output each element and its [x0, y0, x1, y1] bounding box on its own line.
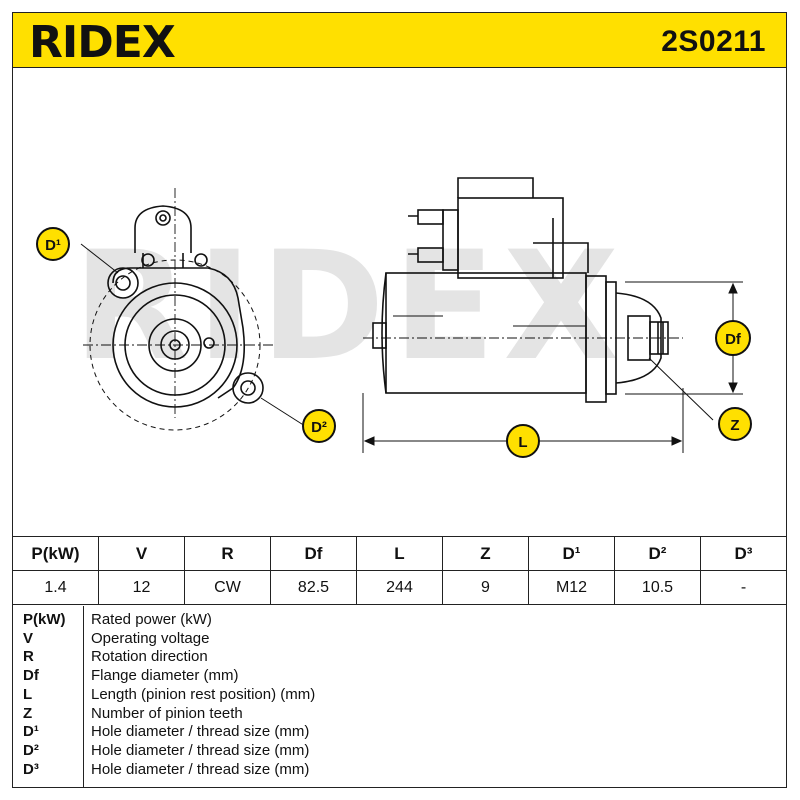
- specs-table: P(kW) V R Df L Z D¹ D² D³ 1.4 12 CW 82.5…: [12, 536, 787, 605]
- legend-desc: Hole diameter / thread size (mm): [91, 741, 310, 759]
- callout-df: Df: [715, 320, 751, 356]
- spec-value-d1: M12: [528, 570, 615, 605]
- spec-header-teeth: Z: [442, 536, 529, 571]
- legend-row: D¹ Hole diameter / thread size (mm): [13, 723, 786, 742]
- spec-value-flange: 82.5: [270, 570, 357, 605]
- spec-value-voltage: 12: [98, 570, 185, 605]
- legend-row: V Operating voltage: [13, 630, 786, 649]
- legend-key: P(kW): [23, 611, 66, 628]
- legend-desc: Rated power (kW): [91, 611, 212, 628]
- legend-desc: Operating voltage: [91, 629, 210, 647]
- legend-row: D³ Hole diameter / thread size (mm): [13, 761, 786, 780]
- spec-header-d3: D³: [700, 536, 787, 571]
- spec-value-teeth: 9: [442, 570, 529, 605]
- spec-header-voltage: V: [98, 536, 185, 571]
- callout-d2-label: D²: [311, 419, 327, 436]
- legend-row: Z Number of pinion teeth: [13, 705, 786, 724]
- legend-desc: Hole diameter / thread size (mm): [91, 760, 310, 778]
- legend-key: D¹: [23, 723, 39, 741]
- legend-desc: Length (pinion rest position) (mm): [91, 685, 316, 703]
- legend-key: D³: [23, 760, 39, 778]
- legend-desc: Hole diameter / thread size (mm): [91, 723, 310, 741]
- spec-value-power: 1.4: [12, 570, 99, 605]
- spec-value-length: 244: [356, 570, 443, 605]
- spec-value-d3: -: [700, 570, 787, 605]
- spec-value-rotation: CW: [184, 570, 271, 605]
- legend-row: Df Flange diameter (mm): [13, 667, 786, 686]
- legend-row: R Rotation direction: [13, 648, 786, 667]
- callout-d1: D¹: [36, 227, 70, 261]
- legend-key: Z: [23, 704, 33, 722]
- brand-wordmark: RIDEX: [29, 17, 176, 63]
- side-view: [363, 177, 683, 403]
- spec-header-d2: D²: [614, 536, 701, 571]
- callout-z-label: Z: [730, 417, 739, 434]
- technical-drawing: RIDEX: [36, 177, 752, 458]
- header-bar: RIDEX 2S0211: [12, 12, 787, 68]
- legend-row: L Length (pinion rest position) (mm): [13, 686, 786, 705]
- legend-row: P(kW) Rated power (kW): [13, 611, 786, 630]
- legend-key: R: [23, 648, 34, 666]
- legend-key: L: [23, 685, 33, 703]
- front-view: [83, 188, 273, 431]
- specs-header-row: P(kW) V R Df L Z D¹ D² D³: [12, 536, 787, 571]
- legend-key: Df: [23, 667, 39, 685]
- callout-z: Z: [718, 407, 752, 441]
- spec-header-flange: Df: [270, 536, 357, 571]
- legend-desc: Rotation direction: [91, 648, 208, 666]
- legend-desc: Number of pinion teeth: [91, 704, 243, 722]
- callout-l-label: L: [518, 434, 527, 451]
- legend: P(kW) Rated power (kW) V Operating volta…: [12, 606, 787, 788]
- callout-l: L: [506, 424, 540, 458]
- legend-divider: [83, 606, 84, 787]
- legend-key: V: [23, 629, 34, 647]
- callout-d2: D²: [302, 409, 336, 443]
- watermark-text: RIDEX: [73, 220, 627, 394]
- spec-header-power: P(kW): [12, 536, 99, 571]
- callout-d1-label: D¹: [45, 237, 61, 254]
- spec-header-d1: D¹: [528, 536, 615, 571]
- callout-df-label: Df: [725, 331, 742, 348]
- spec-header-length: L: [356, 536, 443, 571]
- spec-header-rotation: R: [184, 536, 271, 571]
- spec-value-d2: 10.5: [614, 570, 701, 605]
- legend-row: D² Hole diameter / thread size (mm): [13, 742, 786, 761]
- specs-value-row: 1.4 12 CW 82.5 244 9 M12 10.5 -: [12, 570, 787, 605]
- ridex-logo: RIDEX: [29, 17, 177, 63]
- legend-desc: Flange diameter (mm): [91, 667, 239, 685]
- legend-key: D²: [23, 741, 39, 759]
- part-number: 2S0211: [661, 25, 766, 58]
